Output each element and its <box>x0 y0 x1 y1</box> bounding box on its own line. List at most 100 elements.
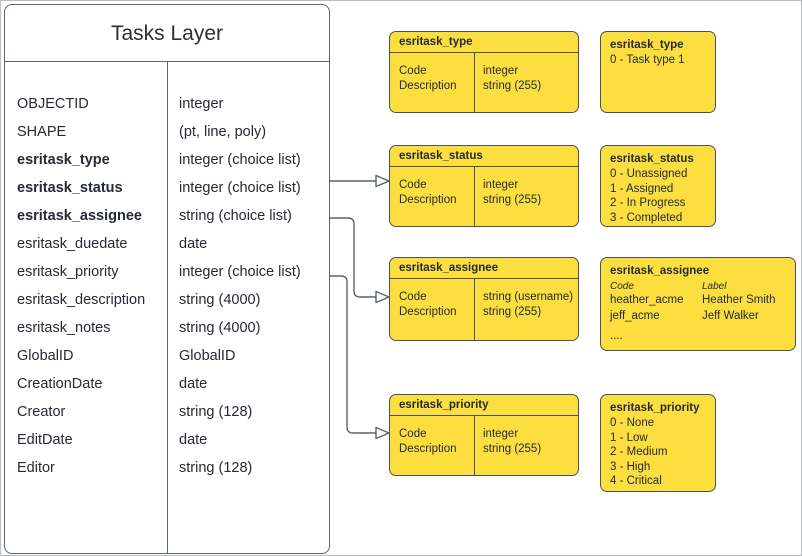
domain-table-esritask-assignee[interactable]: esritask_assignee Code Description strin… <box>389 257 579 341</box>
assignee-header-row: Code Label <box>610 279 786 293</box>
value-list-item: 2 - Medium <box>610 446 668 458</box>
field-type: date <box>179 432 208 448</box>
domain-table-body: Code Description integer string (255) <box>390 53 578 112</box>
field-name: esritask_duedate <box>17 236 128 252</box>
field-row[interactable]: esritask_duedate date <box>5 230 329 258</box>
domain-row-type: string (255) <box>483 194 542 206</box>
domain-row-label: Description <box>399 306 457 318</box>
domain-table-esritask-priority[interactable]: esritask_priority Code Description integ… <box>389 394 579 476</box>
domain-column-names: Code Description <box>399 64 457 94</box>
domain-table-title: esritask_status <box>390 146 578 167</box>
domain-table-title: esritask_assignee <box>390 258 578 279</box>
domain-row-type: string (username) <box>483 291 574 303</box>
assignee-label-header: Label <box>702 281 727 292</box>
domain-column-types: integer string (255) <box>483 427 541 457</box>
value-list-esritask-priority[interactable]: esritask_priority 0 - None 1 - Low 2 - M… <box>600 394 716 492</box>
field-row[interactable]: esritask_priority integer (choice list) <box>5 258 329 286</box>
column-divider <box>167 62 168 553</box>
domain-row-label: Code <box>399 428 427 440</box>
domain-column-names: Code Description <box>399 290 457 320</box>
field-row[interactable]: esritask_notes string (4000) <box>5 314 329 342</box>
page-title: Tasks Layer <box>5 5 329 62</box>
field-type: (pt, line, poly) <box>179 124 267 140</box>
value-list-item: 0 - None <box>610 417 655 429</box>
field-name: SHAPE <box>17 124 67 140</box>
assignee-code: heather_acme <box>610 294 684 306</box>
field-type: string (128) <box>179 460 253 476</box>
domain-table-body: Code Description integer string (255) <box>390 416 578 475</box>
value-list-item: 2 - In Progress <box>610 197 686 209</box>
value-list-title: esritask_status <box>610 153 694 165</box>
domain-column-types: string (username) string (255) <box>483 290 573 320</box>
domain-column-types: integer string (255) <box>483 64 541 94</box>
field-name: esritask_status <box>17 180 123 196</box>
assignee-row: heather_acme Heather Smith <box>610 293 786 309</box>
domain-row-type: integer <box>483 428 519 440</box>
value-list-esritask-type[interactable]: esritask_type 0 - Task type 1 <box>600 31 716 113</box>
field-type: string (4000) <box>179 292 261 308</box>
field-name: GlobalID <box>17 348 74 364</box>
field-type: integer (choice list) <box>179 152 301 168</box>
field-type: string (128) <box>179 404 253 420</box>
field-row[interactable]: esritask_description string (4000) <box>5 286 329 314</box>
connector-priority <box>330 275 376 434</box>
field-type: date <box>179 376 208 392</box>
domain-row-label: Code <box>399 65 427 77</box>
field-row[interactable]: esritask_status integer (choice list) <box>5 174 329 202</box>
field-name: Creator <box>17 404 66 420</box>
value-list-item: 3 - High <box>610 460 651 473</box>
tasks-layer-fields: OBJECTID integer SHAPE (pt, line, poly) … <box>5 62 329 553</box>
field-type: integer (choice list) <box>179 264 301 280</box>
field-type: integer (choice list) <box>179 180 301 196</box>
domain-table-esritask-status[interactable]: esritask_status Code Description integer… <box>389 145 579 227</box>
value-list-item: 0 - Unassigned <box>610 168 688 180</box>
field-row[interactable]: Creator string (128) <box>5 398 329 426</box>
domain-row-label: Description <box>399 194 457 206</box>
field-type: date <box>179 236 208 252</box>
field-row[interactable]: OBJECTID integer <box>5 90 329 118</box>
assignee-label: Heather Smith <box>702 294 776 306</box>
value-list-item: 1 - Low <box>610 431 648 444</box>
domain-column-names: Code Description <box>399 427 457 457</box>
value-list-item: 1 - Assigned <box>610 182 674 195</box>
field-row[interactable]: esritask_type integer (choice list) <box>5 146 329 174</box>
field-name: CreationDate <box>17 376 103 392</box>
field-type: string (choice list) <box>179 208 292 224</box>
field-row[interactable]: EditDate date <box>5 426 329 454</box>
domain-table-body: Code Description string (username) strin… <box>390 279 578 340</box>
domain-row-label: Description <box>399 80 457 92</box>
value-list-item: 3 - Completed <box>610 211 683 224</box>
domain-table-title: esritask_priority <box>390 395 578 416</box>
field-name: Editor <box>17 460 55 476</box>
tasks-layer-entity[interactable]: Tasks Layer OBJECTID integer SHAPE (pt, … <box>4 4 330 554</box>
field-row[interactable]: Editor string (128) <box>5 454 329 482</box>
field-row[interactable]: GlobalID GlobalID <box>5 342 329 370</box>
domain-row-type: integer <box>483 179 519 191</box>
field-type: integer <box>179 96 224 112</box>
field-name: esritask_description <box>17 292 146 308</box>
connector-assignee <box>330 217 376 298</box>
arrowhead-status <box>375 174 390 188</box>
column-divider <box>474 279 475 340</box>
column-divider <box>474 416 475 475</box>
domain-row-label: Description <box>399 443 457 455</box>
value-list-esritask-status[interactable]: esritask_status 0 - Unassigned 1 - Assig… <box>600 145 716 227</box>
domain-row-label: Code <box>399 291 427 303</box>
column-divider <box>474 53 475 112</box>
value-list-esritask-assignee[interactable]: esritask_assignee Code Label heather_acm… <box>600 257 796 351</box>
value-list-title: esritask_type <box>610 39 684 51</box>
column-divider <box>474 167 475 226</box>
domain-table-body: Code Description integer string (255) <box>390 167 578 226</box>
field-type: GlobalID <box>179 348 236 364</box>
arrowhead-priority <box>375 426 390 440</box>
domain-column-types: integer string (255) <box>483 178 541 208</box>
field-row[interactable]: esritask_assignee string (choice list) <box>5 202 329 230</box>
domain-table-esritask-type[interactable]: esritask_type Code Description integer s… <box>389 31 579 113</box>
value-list-title: esritask_priority <box>610 402 700 414</box>
domain-row-type: string (255) <box>483 80 542 92</box>
field-name: esritask_type <box>17 152 110 168</box>
domain-table-title: esritask_type <box>390 32 578 53</box>
field-row[interactable]: CreationDate date <box>5 370 329 398</box>
field-row[interactable]: SHAPE (pt, line, poly) <box>5 118 329 146</box>
